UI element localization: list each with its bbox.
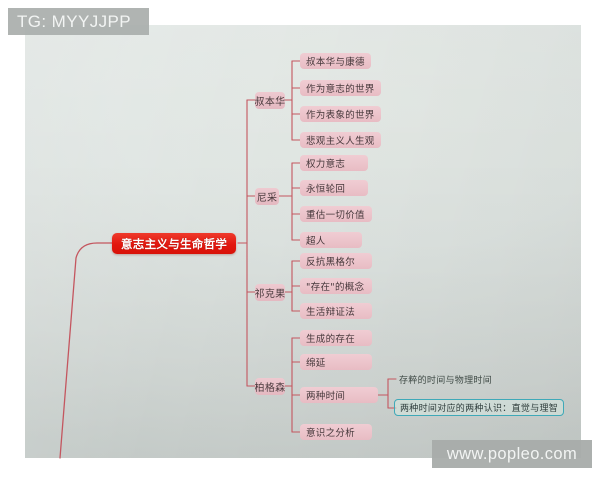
leaf-node-1-4-label: 悲观主义人生观 (306, 136, 375, 147)
tg-watermark-label: TG: MYYJJPP (17, 11, 131, 31)
site-watermark-banner: www.popleo.com (432, 440, 592, 468)
leaf-node-4-1[interactable]: 生成的存在 (300, 330, 372, 346)
leaf-node-2-3-label: 重估一切价值 (306, 210, 365, 221)
leaf-node-1-3[interactable]: 作为表象的世界 (300, 106, 381, 122)
leaf-node-2-4-label: 超人 (306, 236, 326, 247)
leaf-node-3-3-label: 生活辩证法 (306, 307, 356, 318)
leaf-node-2-1-label: 权力意志 (306, 159, 346, 170)
branch-node-2[interactable]: 尼采 (255, 188, 279, 205)
leaf-node-1-1-label: 叔本华与康德 (306, 57, 365, 68)
leaf-node-2-4[interactable]: 超人 (300, 232, 362, 248)
branch-node-1-label: 叔本华 (254, 97, 286, 108)
leaf-node-4-4-label: 意识之分析 (306, 428, 356, 439)
branch-node-3[interactable]: 祁克果 (255, 284, 285, 301)
leaf-node-2-1[interactable]: 权力意志 (300, 155, 368, 171)
leaf-node-4-1-label: 生成的存在 (306, 334, 356, 345)
branch-node-2-label: 尼采 (256, 193, 278, 204)
leaf-node-4-3-label: 两种时间 (306, 391, 346, 402)
leaf-node-1-1[interactable]: 叔本华与康德 (300, 53, 371, 69)
leaf-node-4-4[interactable]: 意识之分析 (300, 424, 372, 440)
leaf-node-4-2[interactable]: 绵延 (300, 354, 372, 370)
root-node-label: 意志主义与生命哲学 (121, 236, 228, 251)
leaf-node-2-2[interactable]: 永恒轮回 (300, 180, 368, 196)
sub-node-4-3-2-highlighted[interactable]: 两种时间对应的两种认识：直觉与理智 (394, 399, 565, 416)
sub-node-4-3-1[interactable]: 存粹的时间与物理时间 (396, 372, 495, 386)
leaf-node-3-3[interactable]: 生活辩证法 (300, 303, 372, 319)
branch-node-4-label: 柏格森 (254, 383, 286, 394)
leaf-node-4-3[interactable]: 两种时间 (300, 387, 378, 403)
site-watermark-label: www.popleo.com (446, 444, 578, 463)
leaf-node-3-1[interactable]: 反抗黑格尔 (300, 253, 372, 269)
leaf-node-2-3[interactable]: 重估一切价值 (300, 206, 372, 222)
root-node[interactable]: 意志主义与生命哲学 (112, 233, 237, 254)
sub-node-4-3-2-label: 两种时间对应的两种认识：直觉与理智 (400, 404, 559, 414)
branch-node-4[interactable]: 柏格森 (255, 378, 285, 395)
leaf-node-1-4[interactable]: 悲观主义人生观 (300, 132, 381, 148)
leaf-node-1-2-label: 作为意志的世界 (306, 84, 375, 95)
branch-node-3-label: 祁克果 (254, 289, 286, 300)
leaf-node-4-2-label: 绵延 (306, 358, 326, 369)
leaf-node-1-3-label: 作为表象的世界 (306, 110, 375, 121)
leaf-node-2-2-label: 永恒轮回 (306, 184, 346, 195)
branch-node-1[interactable]: 叔本华 (255, 92, 285, 109)
leaf-node-3-2[interactable]: "存在"的概念 (300, 278, 372, 294)
leaf-node-1-2[interactable]: 作为意志的世界 (300, 80, 381, 96)
leaf-node-3-1-label: 反抗黑格尔 (306, 257, 356, 268)
leaf-node-3-2-label: "存在"的概念 (306, 282, 365, 293)
sub-node-4-3-1-label: 存粹的时间与物理时间 (399, 375, 493, 386)
tg-watermark-banner: TG: MYYJJPP (8, 8, 149, 35)
